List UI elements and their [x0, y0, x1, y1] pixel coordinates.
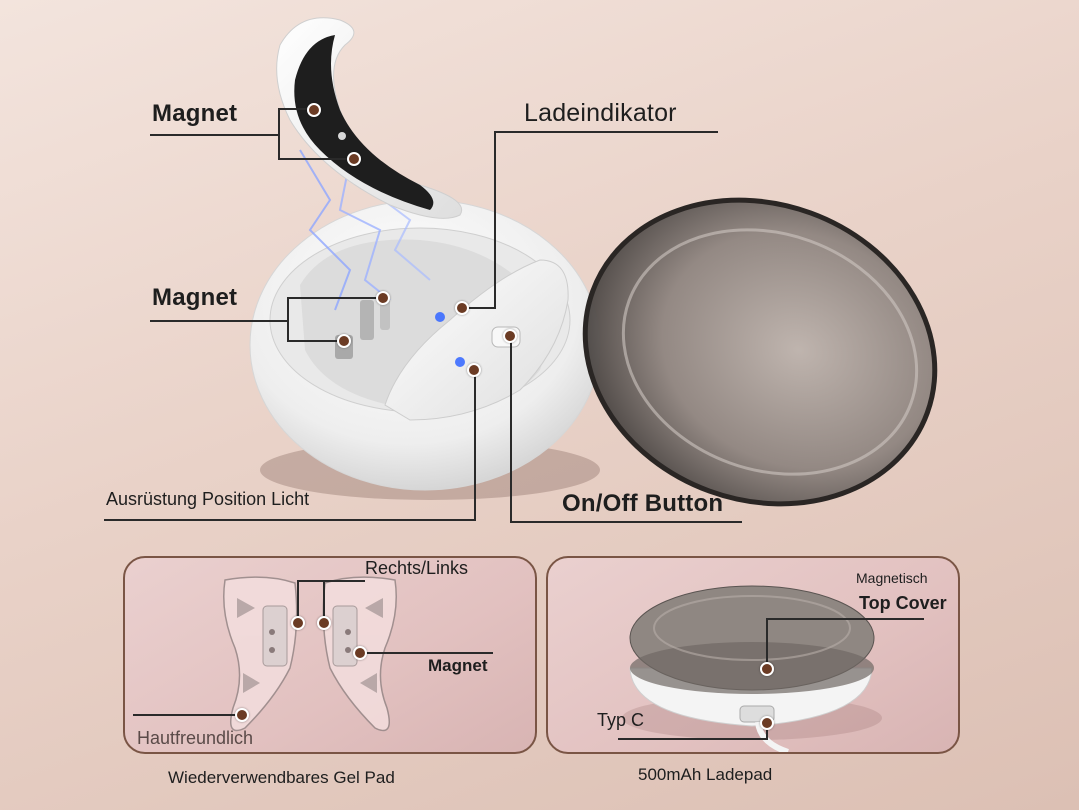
gel-pad-panel: Rechts/Links Magnet Hautfreundlich	[123, 556, 537, 754]
position-licht-dot	[467, 363, 481, 377]
ladeindikator-dot	[455, 301, 469, 315]
rechts-links-connector-l	[297, 580, 299, 620]
magnet-mid-underline	[150, 320, 287, 322]
position-licht-underline	[104, 519, 476, 521]
hautfreundlich-line	[133, 714, 241, 716]
ladeindikator-label: Ladeindikator	[524, 99, 677, 127]
gel-pad-caption: Wiederverwendbares Gel Pad	[168, 768, 395, 787]
ladeindikator-connector	[494, 131, 496, 309]
typ-c-dot	[760, 716, 774, 730]
device-illustration	[249, 17, 938, 507]
magnet-top-dot-2	[347, 152, 361, 166]
top-cover-underline	[766, 618, 924, 620]
magnet-mid-connector	[287, 297, 289, 341]
magnetisch-label: Magnetisch	[856, 570, 928, 586]
rechts-links-dot-l	[291, 616, 305, 630]
magnet-mid-label: Magnet	[152, 284, 238, 311]
charging-pad-caption: 500mAh Ladepad	[638, 765, 773, 784]
magnet-top-label: Magnet	[152, 100, 238, 127]
rechts-links-dot-r	[317, 616, 331, 630]
charging-pad-illustration	[622, 585, 882, 752]
typ-c-label: Typ C	[597, 710, 645, 730]
magnet-top-connector	[278, 108, 280, 160]
magnet-top-connector-h1	[278, 108, 312, 110]
gel-magnet-line	[359, 652, 493, 654]
on-off-label: On/Off Button	[562, 490, 724, 517]
magnet-top-underline	[150, 134, 278, 136]
typ-c-line	[618, 738, 768, 740]
on-off-dot	[503, 329, 517, 343]
gel-pad-illustration	[223, 576, 397, 732]
position-licht-connector	[474, 370, 476, 520]
hautfreundlich-dot	[235, 708, 249, 722]
charging-pad-panel: Magnetisch Top Cover Typ C	[546, 556, 960, 754]
hautfreundlich-label: Hautfreundlich	[137, 728, 254, 748]
magnet-mid-dot-1	[376, 291, 390, 305]
typ-c-connector	[766, 723, 768, 740]
on-off-underline	[510, 521, 742, 523]
rechts-links-label: Rechts/Links	[365, 558, 469, 578]
gel-magnet-dot	[353, 646, 367, 660]
on-off-connector	[510, 336, 512, 523]
magnet-top-dot-1	[307, 103, 321, 117]
top-cover-connector	[766, 618, 768, 666]
magnet-mid-connector-h1	[287, 297, 381, 299]
gel-magnet-label: Magnet	[428, 656, 488, 675]
top-cover-label: Top Cover	[859, 593, 947, 613]
top-cover-dot	[760, 662, 774, 676]
magnet-mid-connector-h2	[287, 340, 343, 342]
magnet-top-connector-h2	[278, 158, 354, 160]
ladeindikator-connector-h	[462, 307, 496, 309]
rechts-links-underline	[297, 580, 365, 582]
magnet-mid-dot-2	[337, 334, 351, 348]
rechts-links-connector-r	[323, 580, 325, 620]
position-licht-label: Ausrüstung Position Licht	[106, 489, 310, 509]
ladeindikator-underline	[494, 131, 718, 133]
